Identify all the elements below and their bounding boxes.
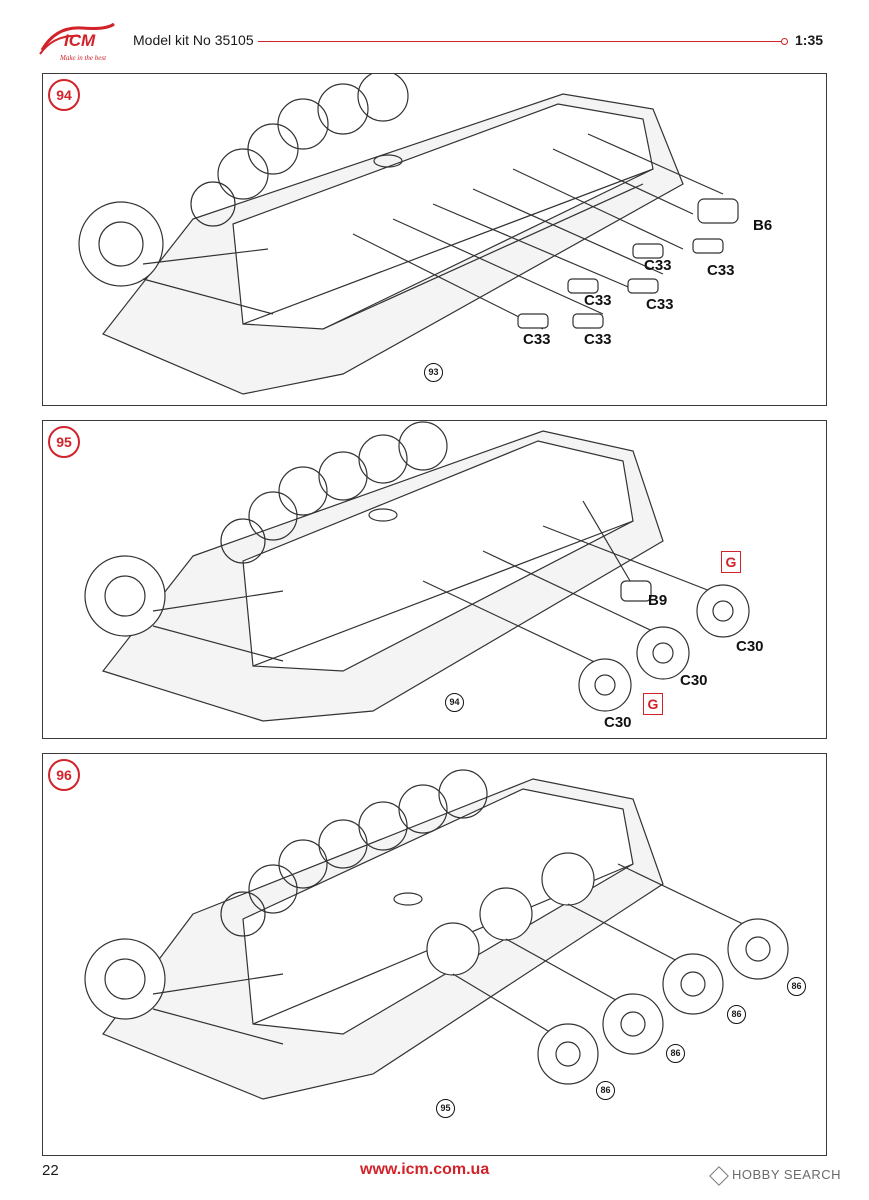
step-95-panel: 95 bbox=[42, 420, 827, 739]
prev-step-ref: 93 bbox=[424, 363, 443, 382]
scale-label: 1:35 bbox=[795, 32, 824, 48]
part-ref-86: 86 bbox=[666, 1044, 685, 1063]
watermark: HOBBY SEARCH bbox=[709, 1165, 842, 1186]
part-ref-86: 86 bbox=[727, 1005, 746, 1024]
part-label-c30: C30 bbox=[736, 638, 764, 655]
part-label-c33: C33 bbox=[646, 296, 674, 313]
step-number: 95 bbox=[48, 426, 80, 458]
step-number: 96 bbox=[48, 759, 80, 791]
part-label-c33: C33 bbox=[707, 262, 735, 279]
kit-title: Model kit No 35105 bbox=[133, 32, 254, 48]
header-rule-end bbox=[781, 38, 788, 45]
step-96-panel: 96 bbox=[42, 753, 827, 1156]
part-label-c30: C30 bbox=[604, 714, 632, 731]
prev-step-ref: 94 bbox=[445, 693, 464, 712]
road-wheels-row bbox=[190, 74, 409, 227]
glue-mark: G bbox=[721, 551, 741, 573]
page-number: 22 bbox=[42, 1162, 59, 1179]
part-label-c30: C30 bbox=[680, 672, 708, 689]
part-label-c33: C33 bbox=[523, 331, 551, 348]
step-94-drawing bbox=[78, 74, 739, 395]
page-header: ICM Make in the best Model kit No 35105 … bbox=[0, 0, 869, 70]
part-label-c33: C33 bbox=[644, 257, 672, 274]
step-number: 94 bbox=[48, 79, 80, 111]
part-label-c33: C33 bbox=[584, 331, 612, 348]
watermark-text: HOBBY SEARCH bbox=[732, 1167, 842, 1182]
logo-text: ICM bbox=[64, 31, 96, 50]
icm-logo: ICM Make in the best bbox=[39, 22, 115, 62]
part-label-b6: B6 bbox=[753, 217, 773, 234]
step-95-drawing bbox=[84, 421, 750, 722]
prev-step-ref: 95 bbox=[436, 1099, 455, 1118]
part-ref-86: 86 bbox=[596, 1081, 615, 1100]
website-link[interactable]: www.icm.com.ua bbox=[360, 1161, 490, 1178]
hobby-search-icon bbox=[709, 1165, 729, 1186]
glue-mark: G bbox=[643, 693, 663, 715]
part-label-b9: B9 bbox=[648, 592, 668, 609]
part-label-c33: C33 bbox=[584, 292, 612, 309]
header-rule bbox=[258, 41, 783, 42]
step-94-panel: 94 bbox=[42, 73, 827, 406]
step-96-drawing bbox=[84, 769, 789, 1100]
part-ref-86: 86 bbox=[787, 977, 806, 996]
logo-tagline: Make in the best bbox=[59, 54, 107, 62]
